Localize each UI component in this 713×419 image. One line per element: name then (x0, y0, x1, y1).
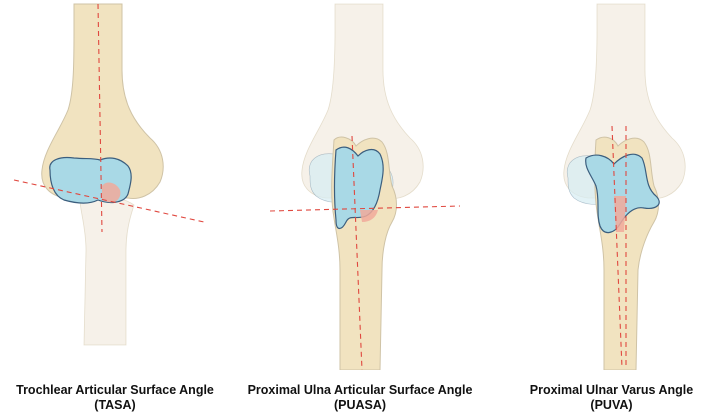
caption-puva: Proximal Ulnar Varus Angle (PUVA) (510, 383, 713, 413)
elbow-angle-diagram (13, 3, 686, 370)
caption-title: Proximal Ulnar Varus Angle (529, 383, 694, 397)
caption-abbrev: (PUASA) (333, 398, 387, 412)
angle-marker (102, 182, 121, 203)
caption-abbrev: (PUVA) (590, 398, 633, 412)
angle-marker (360, 210, 378, 222)
ulna-shaft-axis-line (611, 125, 623, 369)
caption-tasa: Trochlear Articular Surface Angle (TASA) (0, 383, 230, 413)
ulna-articular-cartilage (585, 153, 660, 234)
angle-marker (614, 196, 626, 232)
caption-abbrev: (TASA) (94, 398, 136, 412)
panel-puva (563, 3, 686, 370)
articular-surface-line (13, 179, 205, 223)
ulna-faint (79, 196, 135, 346)
ulna-axis-line (351, 135, 363, 370)
articular-surface-line (269, 205, 461, 212)
axis-line (97, 3, 103, 233)
panel-puasa (269, 3, 461, 370)
caption-title: Trochlear Articular Surface Angle (16, 383, 214, 397)
caption-puasa: Proximal Ulna Articular Surface Angle (P… (225, 383, 495, 413)
panel-tasa (13, 3, 205, 346)
caption-title: Proximal Ulna Articular Surface Angle (247, 383, 473, 397)
